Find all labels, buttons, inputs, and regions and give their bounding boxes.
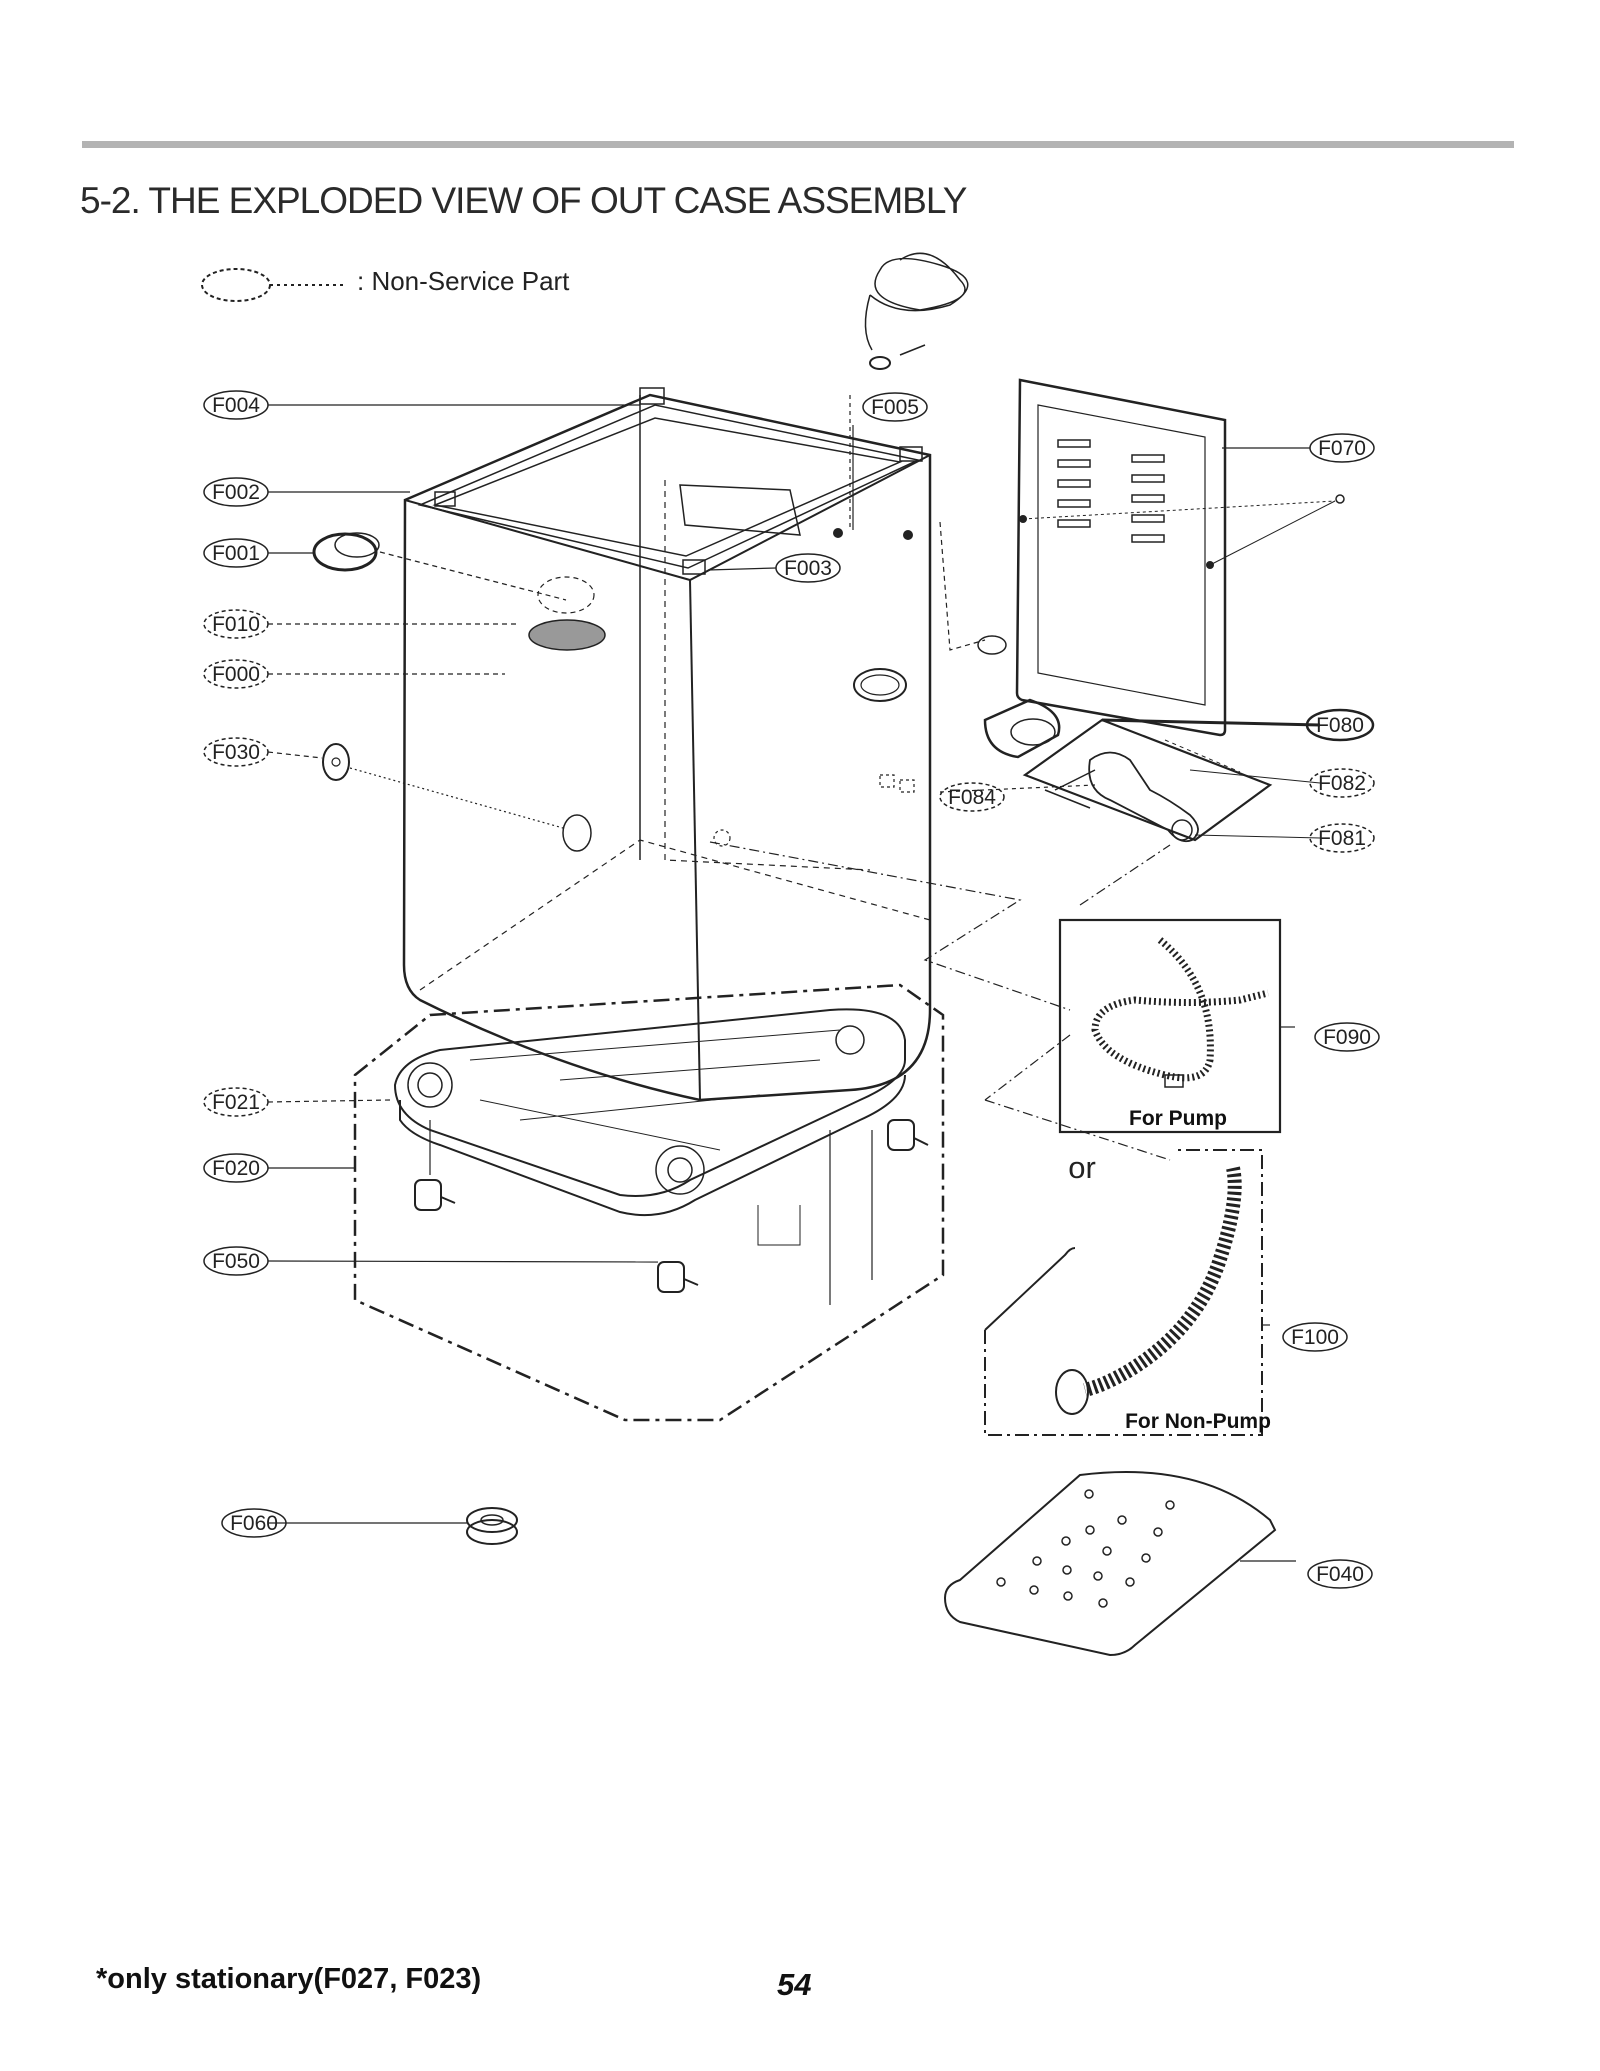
power-cord [849,252,969,530]
callout-f001[interactable]: F001 [203,538,269,568]
callout-f002[interactable]: F002 [203,477,269,507]
assembly-leaders [709,841,1171,1161]
back-cover-f070 [1015,378,1345,737]
callout-f000-label: F000 [212,663,260,686]
for-non-pump-label: For Non-Pump [1125,1410,1271,1433]
callout-f082[interactable]: F082 [1309,768,1375,798]
footnote: *only stationary(F027, F023) [96,1963,482,1995]
pump-assembly-box [1022,718,1321,843]
callout-f081-label: F081 [1318,827,1366,850]
for-pump-label: For Pump [1129,1107,1227,1130]
callout-f030-label: F030 [212,741,260,764]
callout-f003[interactable]: F003 [775,553,841,583]
callout-f002-label: F002 [212,481,260,504]
leveling-foot-3 [887,1119,929,1151]
page-title: 5-2. THE EXPLODED VIEW OF OUT CASE ASSEM… [80,180,967,221]
legend-text: : Non-Service Part [357,266,570,296]
callout-f010[interactable]: F010 [203,609,269,639]
callout-f050[interactable]: F050 [203,1246,269,1276]
pump-hose-box [1058,918,1282,1134]
non-pump-hose-box [984,1149,1263,1436]
base-outline [353,983,945,1422]
callout-f040-label: F040 [1316,1563,1364,1586]
callout-f082-label: F082 [1318,772,1366,795]
callout-f004-label: F004 [212,394,260,417]
screw-holes-f084 [879,774,915,793]
callout-f020[interactable]: F020 [203,1153,269,1183]
top-corner-caps [434,387,923,575]
callout-f090[interactable]: F090 [1314,1022,1380,1052]
callout-f050-label: F050 [212,1250,260,1273]
label-panel [528,619,606,651]
callout-f000[interactable]: F000 [203,659,269,689]
callout-f040[interactable]: F040 [1307,1559,1373,1589]
callout-f081[interactable]: F081 [1309,823,1375,853]
callout-f084-label: F084 [948,786,996,809]
callout-f003-label: F003 [784,557,832,580]
callout-f060-label: F060 [230,1512,278,1535]
legend-symbol [201,268,346,302]
hose-connector [983,698,1061,759]
callout-f060[interactable]: F060 [221,1508,287,1538]
callout-f070-label: F070 [1318,437,1366,460]
header-rule [82,141,1514,148]
callout-f020-label: F020 [212,1157,260,1180]
callout-f005[interactable]: F005 [862,392,928,422]
drain-tray-f040 [943,1471,1277,1657]
callout-f070[interactable]: F070 [1309,433,1375,463]
cabinet-body [402,393,932,1102]
callout-f080[interactable]: F080 [1305,708,1375,742]
callout-f030[interactable]: F030 [203,737,269,767]
callout-leaders [267,404,1310,1562]
or-label: or [1068,1150,1096,1185]
callout-f004[interactable]: F004 [203,390,269,420]
callout-f100[interactable]: F100 [1282,1322,1348,1352]
callout-f010-label: F010 [212,613,260,636]
callout-f001-label: F001 [212,542,260,565]
foot-cushion-f060 [466,1507,518,1545]
hole-cap-f001 [312,532,380,572]
callout-f005-label: F005 [871,396,919,419]
page-number: 54 [777,1967,812,2002]
leveling-foot-2 [657,1261,699,1293]
base-plate [393,1008,906,1246]
callout-f100-label: F100 [1291,1326,1339,1349]
round-cap-f030 [322,743,350,781]
base-screws [829,1130,873,1305]
callout-f084[interactable]: F084 [939,782,1005,812]
callout-f021-label: F021 [212,1091,260,1114]
callout-f080-label: F080 [1316,714,1364,737]
hose-clamp [939,521,1007,655]
leveling-foot-1 [414,1179,456,1211]
callout-f090-label: F090 [1323,1026,1371,1049]
callout-f021[interactable]: F021 [203,1087,269,1117]
